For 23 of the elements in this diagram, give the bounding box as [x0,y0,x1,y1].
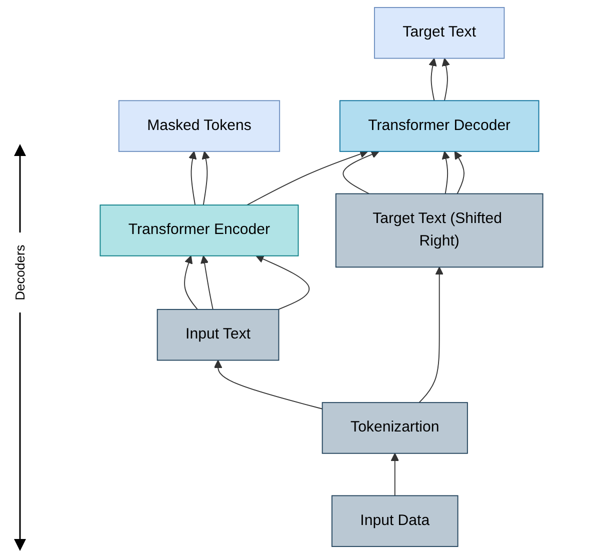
arrow [256,255,310,310]
arrow [454,151,464,194]
arrow [202,151,210,206]
arrow [342,150,380,194]
arrow [390,452,400,496]
axis-label: Decoders [12,232,28,312]
node-box: Tokenizartion [322,402,468,454]
node-box: Input Data [331,495,458,547]
arrow [188,151,197,206]
arrow [184,255,198,310]
node-box: Target Text [374,7,505,59]
arrow [246,150,368,206]
arrow [200,255,214,310]
arrow [418,266,444,404]
node-box: Target Text (Shifted Right) [335,193,544,268]
arrow [442,58,450,102]
arrow [428,58,437,102]
node-box: Masked Tokens [118,100,280,152]
node-box: Transformer Encoder [100,204,299,256]
node-box: Transformer Decoder [339,100,540,152]
node-box: Input Text [156,308,280,361]
arrow [442,151,450,194]
arrow [214,360,323,410]
